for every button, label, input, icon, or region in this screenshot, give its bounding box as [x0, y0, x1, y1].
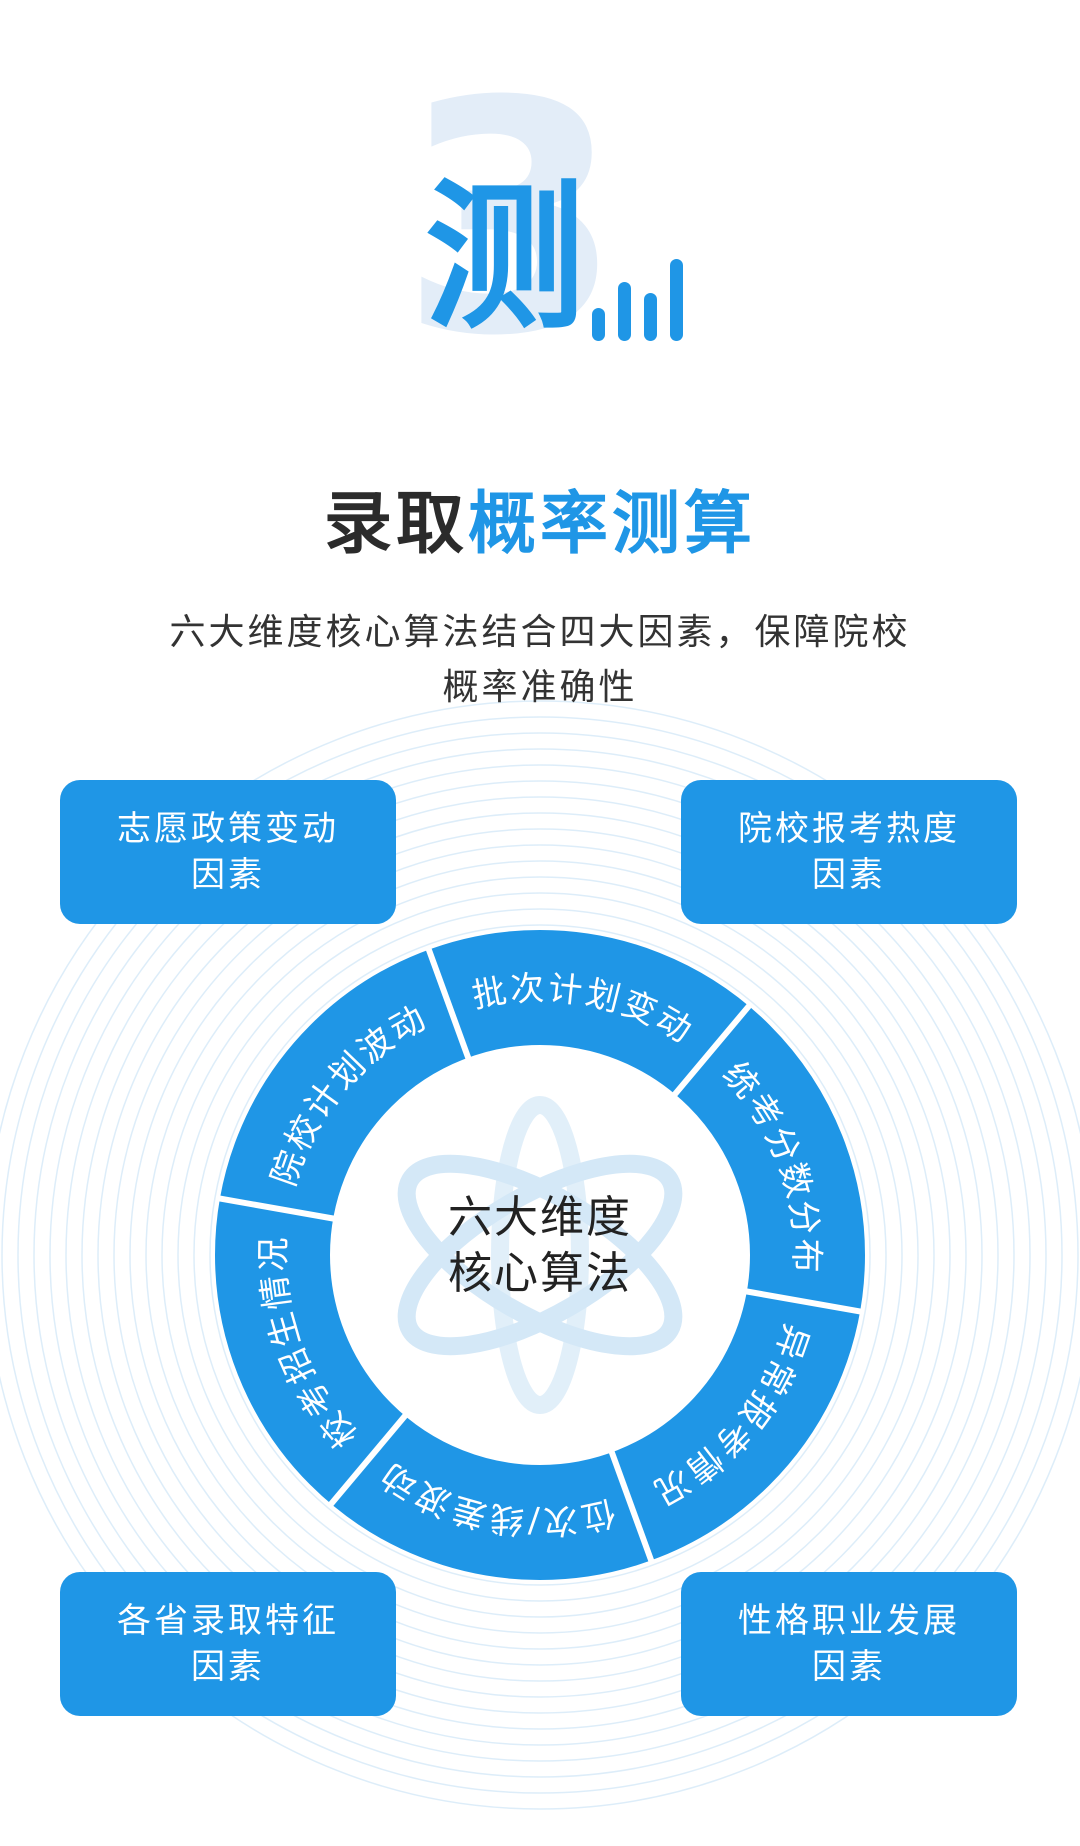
hero-step-number: 3: [400, 34, 623, 406]
background-ring: [177, 892, 903, 1618]
title-dark-part: 录取: [323, 485, 468, 564]
factor-province: 各省录取特征 因素: [60, 1572, 396, 1716]
factor-label: 各省录取特征: [117, 1601, 339, 1641]
factor-label: 因素: [812, 855, 886, 895]
subtitle-line-1: 六大维度核心算法结合四大因素，保障院校: [169, 612, 911, 653]
subtitle: 六大维度核心算法结合四大因素，保障院校 概率准确性: [90, 605, 990, 715]
wheel-dividers: [217, 946, 863, 1564]
background-ring: [81, 796, 999, 1714]
background-ring: [129, 844, 951, 1666]
factor-label: 志愿政策变动: [117, 809, 339, 849]
wheel-divider: [608, 1449, 655, 1564]
factor-career: 性格职业发展 因素: [681, 1572, 1017, 1716]
background-ring: [97, 812, 983, 1698]
background-ring: [1, 716, 1079, 1794]
title-blue-part: 概率测算: [468, 485, 757, 564]
hero-section: 3 测: [0, 0, 1080, 400]
background-ring: [49, 764, 1031, 1746]
background-ring: [193, 908, 887, 1602]
center-line-2: 核心算法: [448, 1248, 632, 1299]
background-ring: [113, 828, 967, 1682]
wheel-divider: [425, 946, 472, 1061]
hero-char: 测: [425, 164, 586, 351]
bar-chart-bar: [618, 282, 631, 341]
wheel-divider: [744, 1288, 863, 1315]
atom-icon: [397, 1096, 683, 1414]
bar-chart-bar: [644, 293, 657, 341]
factor-popularity: 院校报考热度 因素: [681, 780, 1017, 924]
wheel-ring-band: [215, 930, 865, 1580]
bar-chart-icon: [590, 246, 690, 341]
wheel-divider: [671, 1002, 753, 1098]
bar-chart-bar: [670, 259, 683, 341]
background-ring: [33, 748, 1047, 1762]
background-ring: [209, 924, 871, 1586]
background-ring: [0, 700, 1080, 1810]
center-line-1: 六大维度: [448, 1192, 632, 1243]
background-ring: [65, 780, 1015, 1730]
factor-label: 因素: [191, 855, 265, 895]
bar-chart-bar: [592, 308, 605, 341]
page-title: 录取概率测算: [0, 480, 1080, 570]
background-ring: [17, 732, 1063, 1778]
background-ring: [161, 876, 919, 1634]
wheel-center-label: 六大维度 核心算法: [390, 1190, 690, 1302]
subtitle-line-2: 概率准确性: [442, 667, 638, 708]
factor-label: 因素: [191, 1647, 265, 1687]
factor-label: 院校报考热度: [738, 809, 960, 849]
factor-label: 因素: [812, 1647, 886, 1687]
wheel-ring: [215, 930, 865, 1580]
wheel-divider: [217, 1195, 336, 1222]
background-ring: [145, 860, 935, 1650]
factor-policy: 志愿政策变动 因素: [60, 780, 396, 924]
factor-label: 性格职业发展: [738, 1601, 960, 1641]
wheel-divider: [327, 1412, 409, 1508]
